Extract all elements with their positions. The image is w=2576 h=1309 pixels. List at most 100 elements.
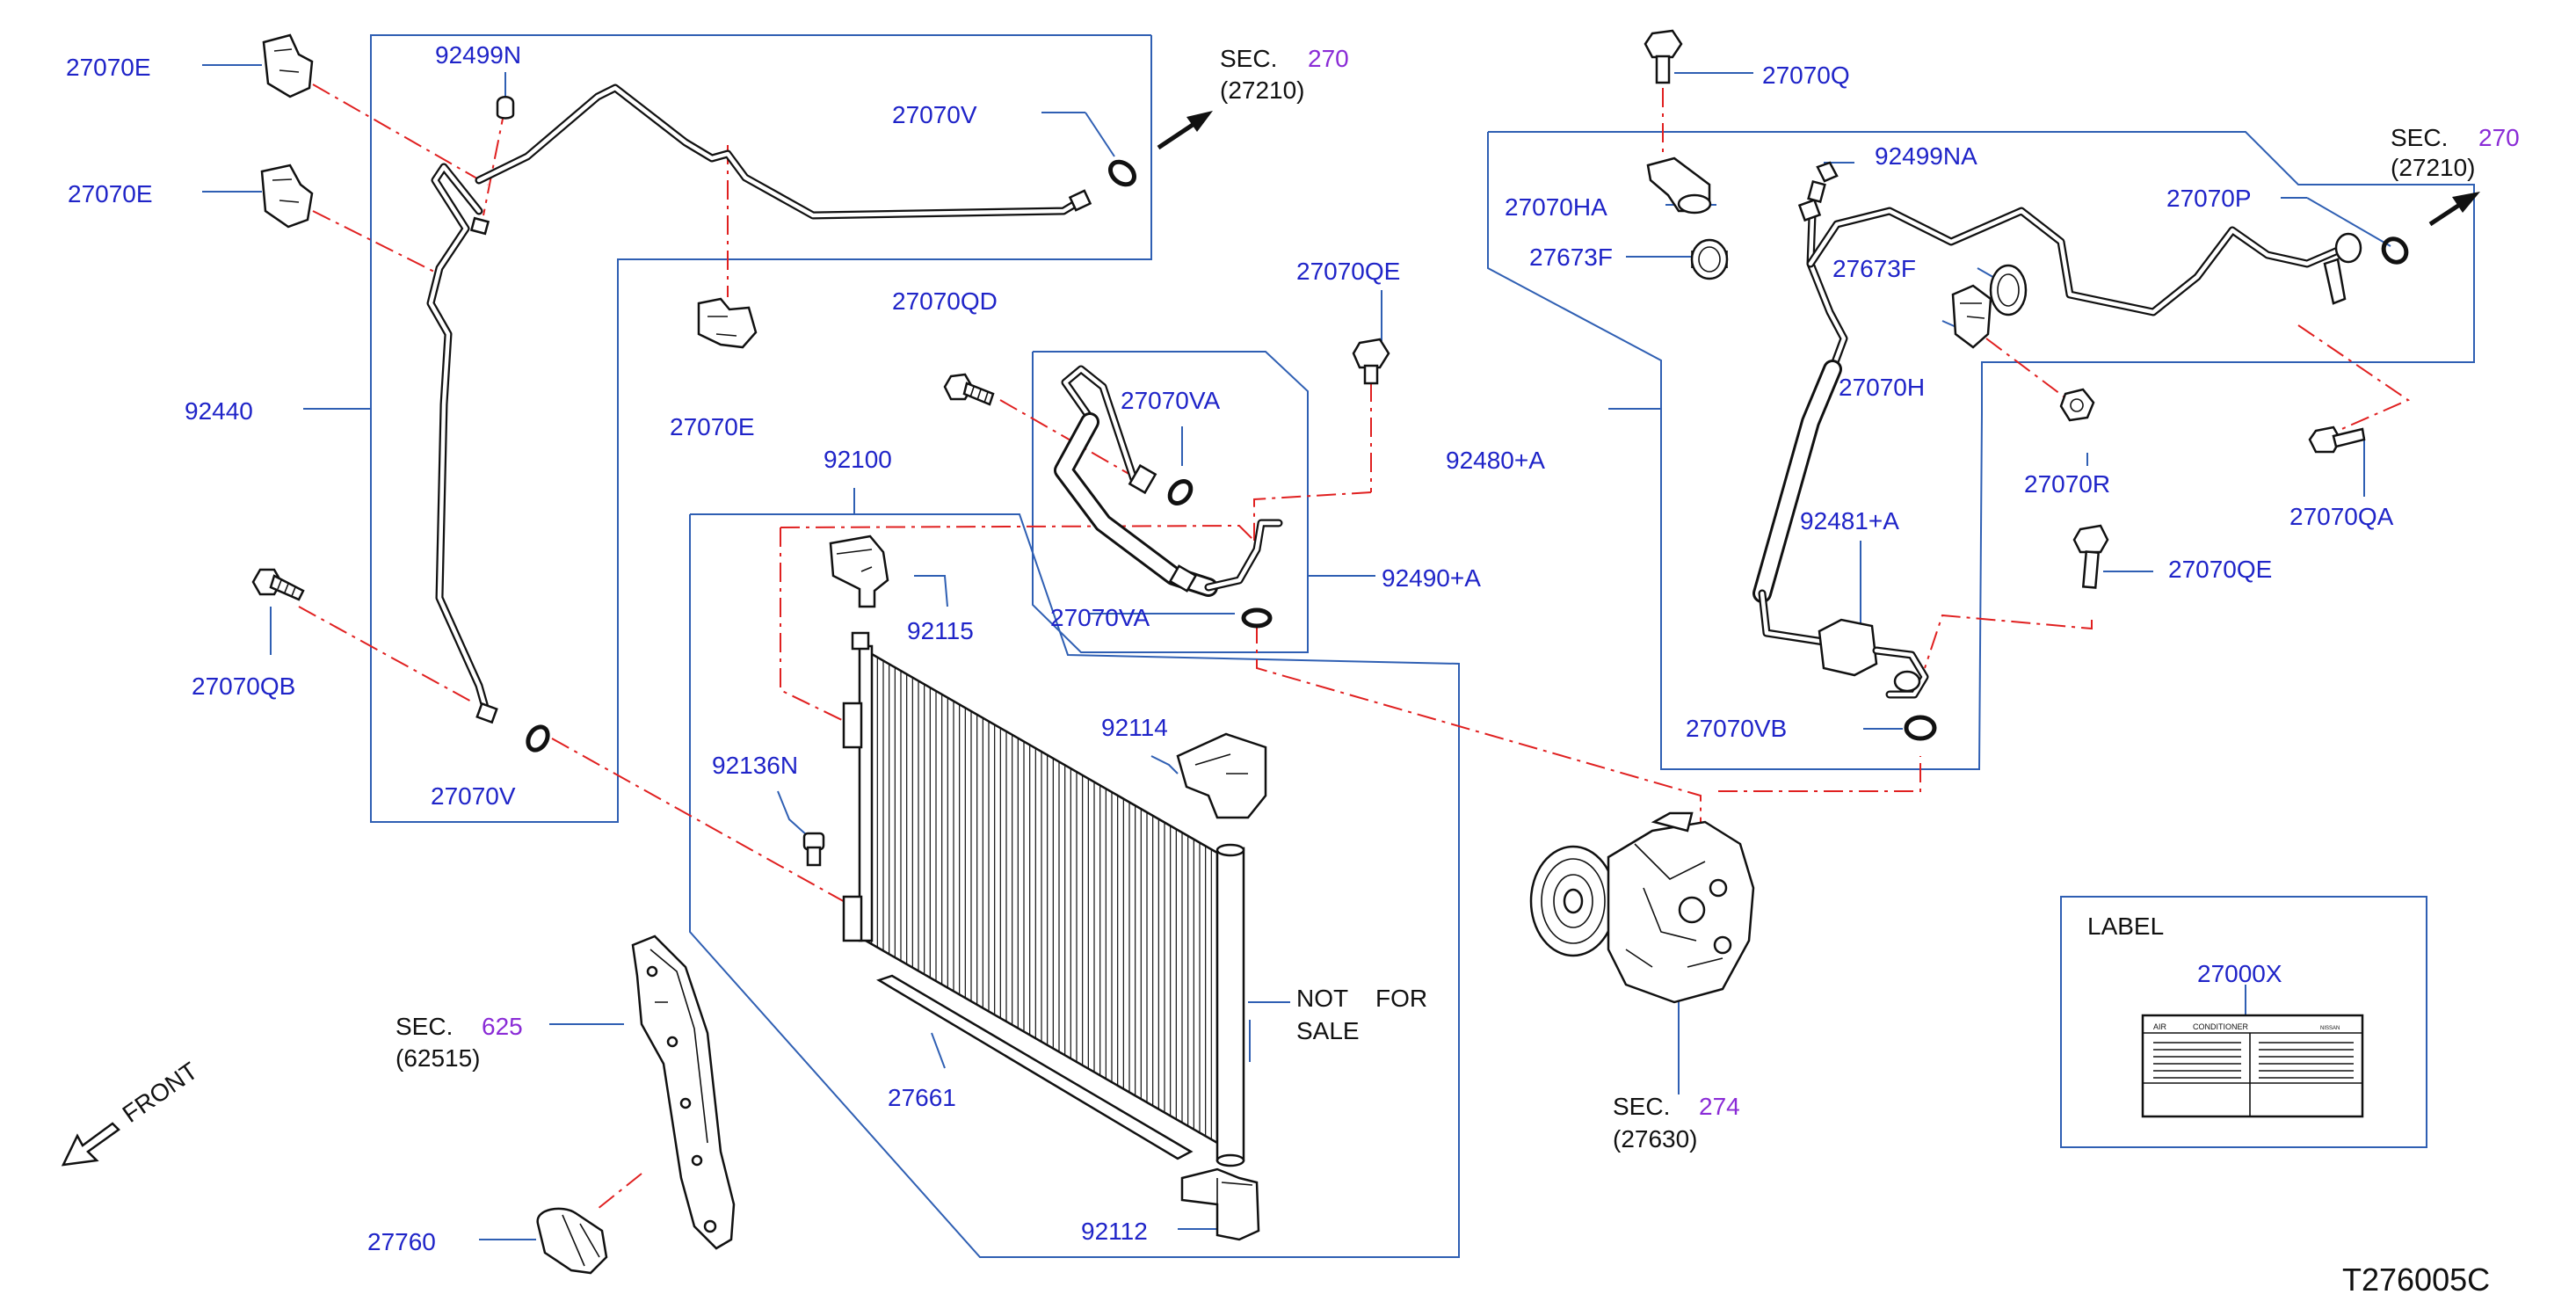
label-27070QD: 27070QD <box>892 287 998 315</box>
bushing-27673F-b <box>1989 264 2028 316</box>
sec274-number: 274 <box>1699 1093 1740 1120</box>
bracket-92112 <box>1180 1167 1260 1241</box>
arrowhead-sec270-right <box>2452 192 2480 213</box>
o-ring-27070V-upper <box>1108 159 1136 187</box>
label-small-text: NISSAN <box>2320 1026 2340 1031</box>
label-27070QB: 27070QB <box>192 673 295 700</box>
bracket-92114 <box>1176 732 1267 819</box>
label-27673F-a: 27673F <box>1529 244 1613 271</box>
plug-92136N <box>802 832 825 867</box>
sec625-word: SEC. <box>395 1013 453 1040</box>
bolt-27070QE-lower <box>2072 524 2109 589</box>
label-92100: 92100 <box>824 446 892 473</box>
sec270-right-number: 270 <box>2478 124 2520 151</box>
sensor-27760 <box>536 1207 608 1275</box>
label-box-title: LABEL <box>2087 913 2164 940</box>
sec625-number: 625 <box>482 1013 523 1040</box>
sec274-word: SEC. <box>1613 1093 1670 1120</box>
bolt-27070Q <box>1644 29 1683 84</box>
label-92440: 92440 <box>185 397 253 425</box>
label-27070VA-upper: 27070VA <box>1121 387 1220 414</box>
label-air-text: AIR <box>2153 1022 2167 1031</box>
label-27673F-b: 27673F <box>1832 255 1916 282</box>
sec274-sub: (27630) <box>1613 1125 1698 1153</box>
arrowhead-sec270-left <box>1186 111 1213 132</box>
seal-27661 <box>876 974 1194 1160</box>
label-27070QE-lower: 27070QE <box>2168 556 2272 583</box>
front-arrow: FRONT <box>61 1057 203 1167</box>
sec270-left-sub: (27210) <box>1220 76 1305 104</box>
sec625-sub: (62515) <box>395 1044 481 1072</box>
label-27070QE-upper: 27070QE <box>1296 258 1400 285</box>
label-27070V-lower: 27070V <box>431 782 516 810</box>
connection-lines <box>298 84 2411 1210</box>
o-ring-27070P <box>2381 236 2409 265</box>
bolt-27070QA <box>2308 425 2366 454</box>
label-27070VB: 27070VB <box>1686 715 1787 742</box>
label-box-frame <box>2060 896 2427 1148</box>
label-92480A: 92480+A <box>1446 447 1545 474</box>
label-92136N: 92136N <box>712 752 798 779</box>
o-ring-27070VA-upper <box>1167 478 1194 506</box>
label-27760: 27760 <box>367 1228 436 1255</box>
label-92115: 92115 <box>907 617 974 644</box>
bushing-27673F-a <box>1690 238 1729 280</box>
label-27070P: 27070P <box>2166 185 2252 212</box>
diagram-code: T276005C <box>2342 1262 2490 1298</box>
label-27070VA-lower: 27070VA <box>1050 604 1150 631</box>
front-label: FRONT <box>118 1057 203 1128</box>
label-27661: 27661 <box>888 1084 956 1111</box>
nut-27070R <box>2059 388 2095 422</box>
clip-27070E-a <box>262 33 314 98</box>
not-for-sale-3: SALE <box>1296 1017 1360 1044</box>
pipe-92440 <box>426 84 1092 724</box>
label-92481A: 92481+A <box>1800 507 1899 535</box>
frame-92490 <box>1032 351 1309 653</box>
o-ring-27070VA-lower <box>1241 607 1273 629</box>
bracket-27070H <box>1951 284 1992 349</box>
label-27070V-upper: 27070V <box>892 101 977 128</box>
clip-27070E-c <box>697 297 758 349</box>
not-for-sale-2: FOR <box>1375 985 1427 1012</box>
sec270-left-word: SEC. <box>1220 45 1277 72</box>
frame-92100 <box>689 513 1460 1258</box>
label-conditioner-text: CONDITIONER <box>2193 1022 2249 1031</box>
frame-92440 <box>370 34 1152 823</box>
not-for-sale-1: NOT <box>1296 985 1348 1012</box>
o-ring-27070V-lower <box>526 724 550 753</box>
label-27000X: AIR CONDITIONER NISSAN <box>2141 1014 2364 1118</box>
sec270-right-word: SEC. <box>2391 124 2448 151</box>
bracket-sec625 <box>631 934 736 1250</box>
cap-92499N <box>496 96 515 120</box>
frame-92480 <box>1487 131 2475 770</box>
sec270-right-sub: (27210) <box>2391 154 2476 181</box>
part-labels: 27070E 27070E 27070E 92499N 92440 27070Q… <box>66 41 2520 1298</box>
label-92112: 92112 <box>1081 1218 1148 1245</box>
clamp-27070HA <box>1646 156 1712 215</box>
label-92499N: 92499N <box>435 41 521 69</box>
hose-92481A <box>1818 618 1929 699</box>
label-27070H: 27070H <box>1839 374 1925 401</box>
label-box-part: 27000X <box>2197 960 2282 987</box>
label-27070QA: 27070QA <box>2289 503 2394 530</box>
bracket-27070P <box>2323 232 2362 305</box>
bracket-92115 <box>829 535 889 608</box>
bolt-27070QD <box>943 373 995 406</box>
label-92490A: 92490+A <box>1382 564 1481 592</box>
leader-lines <box>202 64 2391 1240</box>
hose-92490A <box>1054 365 1283 597</box>
bolt-27070QB <box>251 568 305 601</box>
compressor-sec274 <box>1529 811 1755 1004</box>
label-27070E-a: 27070E <box>66 54 151 81</box>
clip-27070E-b <box>260 164 314 229</box>
hose-92480A <box>1752 198 2342 646</box>
arrow-sec270-right <box>2428 201 2463 227</box>
cap-92499NA <box>1807 161 1839 204</box>
label-27070Q: 27070Q <box>1762 62 1850 89</box>
bolt-27070QE-upper <box>1352 338 1390 385</box>
label-27070R: 27070R <box>2024 470 2110 498</box>
label-92114: 92114 <box>1101 714 1168 741</box>
o-ring-27070VB <box>1904 715 1937 741</box>
arrow-sec270-left <box>1157 120 1197 150</box>
